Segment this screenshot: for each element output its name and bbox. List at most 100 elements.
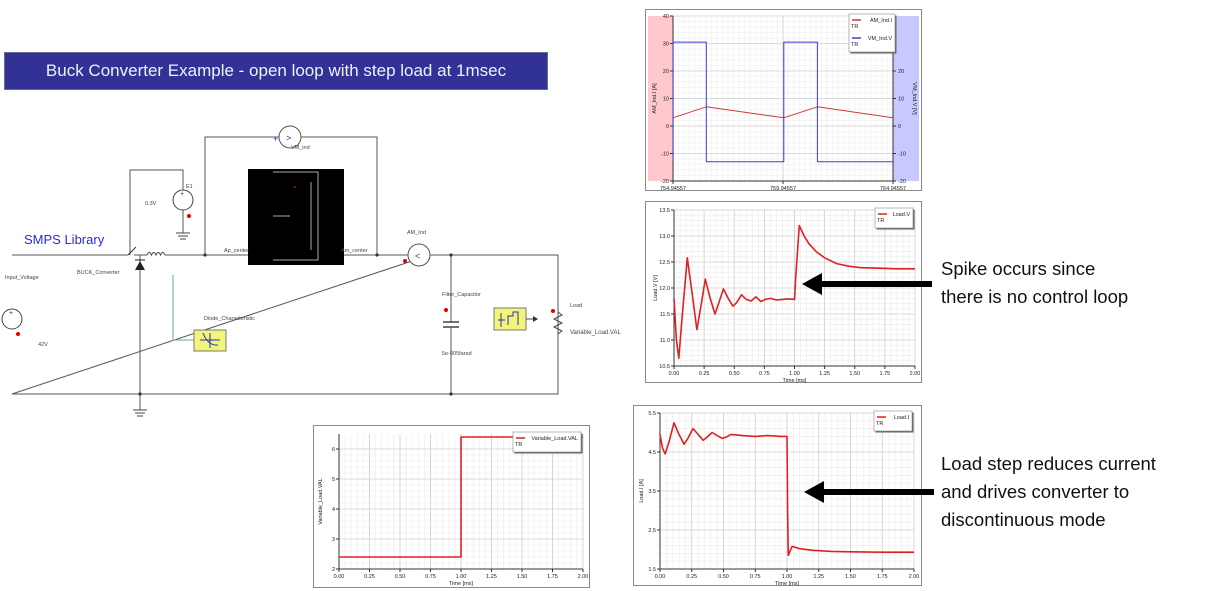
x-tick-label: 1.75 xyxy=(877,574,888,580)
x-tick-label: 1.00 xyxy=(782,574,793,580)
x-tick-label: 1.75 xyxy=(880,371,891,377)
y-tick-label: 20 xyxy=(663,69,669,75)
x-tick-label: 0.50 xyxy=(718,574,729,580)
y-tick-label: -10 xyxy=(661,152,669,158)
series-line-vm-ind-v xyxy=(672,41,893,163)
x-tick-label: 1.25 xyxy=(819,371,830,377)
load-step-arrow xyxy=(804,481,934,503)
label-42v: 42V xyxy=(38,342,48,348)
ammeter xyxy=(407,243,431,267)
svg-text:+: + xyxy=(273,134,278,144)
y-axis-label: Variable_Load.VAL xyxy=(318,478,324,525)
y-tick-label: 4 xyxy=(332,507,335,513)
legend-sub: TR xyxy=(515,442,522,448)
series-line-load-v xyxy=(673,224,915,359)
y2-tick-label: 10 xyxy=(898,97,904,103)
y2-tick-label: 0 xyxy=(898,124,901,130)
x-tick-label: 0.50 xyxy=(729,371,740,377)
x-tick-label: 2.00 xyxy=(910,371,921,377)
legend-sub: TR xyxy=(851,24,858,30)
diode xyxy=(135,261,145,270)
legend-box xyxy=(873,410,913,432)
label-load: Load xyxy=(570,303,582,309)
schematic: ++ > + < SMPS Library Input_Voltage 42V … xyxy=(1,125,621,417)
annotation-line: and drives converter to xyxy=(941,481,1130,502)
label-load-val: Variable_Load.VAL xyxy=(570,330,621,336)
annotation-line: Spike occurs since xyxy=(941,258,1096,279)
x-tick-label: 0.25 xyxy=(364,574,375,580)
y-tick-label: 2 xyxy=(332,567,335,573)
y-tick-label: 2.5 xyxy=(648,528,656,534)
right-axis-band xyxy=(893,16,919,181)
input-voltage-source xyxy=(1,308,23,330)
load-resistor xyxy=(552,311,564,335)
y-tick-label: 5.5 xyxy=(648,411,656,417)
y-tick-label: 0 xyxy=(666,124,669,130)
y-tick-label: 3.5 xyxy=(648,489,656,495)
label-e1: E1 xyxy=(186,184,193,190)
legend-sub: TR xyxy=(851,42,858,48)
x-tick-label: 0.25 xyxy=(686,574,697,580)
spike-arrow xyxy=(802,273,932,295)
switch xyxy=(127,246,137,256)
x-tick-label: 0.75 xyxy=(759,371,770,377)
label-0-3v: 0.3V xyxy=(145,201,157,207)
x-tick-label: 0.75 xyxy=(750,574,761,580)
x-tick-label: 0.00 xyxy=(655,574,666,580)
y-axis-label: Load.I [A] xyxy=(639,479,645,503)
load-step-annotation: Load step reduces current and drives con… xyxy=(941,450,1156,534)
x-tick-label: 2.00 xyxy=(909,574,920,580)
y-tick-label: 30 xyxy=(663,42,669,48)
y-tick-label: 4.5 xyxy=(648,450,656,456)
left-axis-band xyxy=(648,16,673,181)
legend-label: AM_Ind.I xyxy=(870,18,892,24)
annotation-line: discontinuous mode xyxy=(941,509,1106,530)
x-tick-label: 0.00 xyxy=(669,371,680,377)
x-tick-label: 0.25 xyxy=(699,371,710,377)
inductor-block xyxy=(248,169,344,265)
legend: AM_Ind.I TR VM_Ind.V TR xyxy=(848,13,897,54)
x-tick-label: 754.94557 xyxy=(660,186,686,192)
y-tick-label: 11.5 xyxy=(660,312,670,318)
legend-box xyxy=(874,207,914,229)
legend-sub: TR xyxy=(876,421,883,427)
x-axis-label: Time [ms] xyxy=(775,581,799,587)
legend: Load.VTR xyxy=(874,207,915,230)
y-tick-label: 3 xyxy=(332,537,335,543)
legend-label: Load.I xyxy=(894,415,910,421)
x-tick-label: 1.50 xyxy=(845,574,856,580)
y-tick-label: 10 xyxy=(663,97,669,103)
label-am: AM_Ind xyxy=(407,230,426,236)
y-tick-label: 6 xyxy=(332,447,335,453)
annotation-line: there is no control loop xyxy=(941,286,1129,307)
label-vm: VM_ind xyxy=(291,145,310,151)
svg-text:>: > xyxy=(286,133,291,143)
y-tick-label: 5 xyxy=(332,477,335,483)
annotation-line: Load step reduces current xyxy=(941,453,1156,474)
smps-library-link[interactable]: SMPS Library xyxy=(24,232,105,247)
x-tick-label: 759.94557 xyxy=(770,186,796,192)
label-cap-value: 5e-005farad xyxy=(442,351,472,357)
x-tick-label: 0.75 xyxy=(425,574,436,580)
diode-char-wire xyxy=(172,275,194,341)
legend-label: VM_Ind.V xyxy=(868,36,892,42)
x-tick-label: 0.00 xyxy=(334,574,345,580)
svg-text:+: + xyxy=(180,191,184,198)
y2-axis-label: VM_Ind.V [V] xyxy=(911,82,917,115)
label-am-center: Am_center xyxy=(341,248,368,254)
svg-text:<: < xyxy=(415,251,420,261)
x-tick-label: 0.50 xyxy=(395,574,406,580)
ground-symbols xyxy=(133,232,190,417)
x-tick-label: 1.00 xyxy=(456,574,467,580)
label-input-voltage: Input_Voltage xyxy=(5,275,39,281)
y-tick-label: 12.5 xyxy=(659,260,670,266)
title-banner: Buck Converter Example - open loop with … xyxy=(4,52,548,90)
y2-tick-label: -10 xyxy=(898,152,906,158)
y-tick-label: 11.0 xyxy=(660,338,670,344)
x-tick-label: 1.00 xyxy=(789,371,800,377)
x-axis-label: Time [ms] xyxy=(449,581,473,587)
